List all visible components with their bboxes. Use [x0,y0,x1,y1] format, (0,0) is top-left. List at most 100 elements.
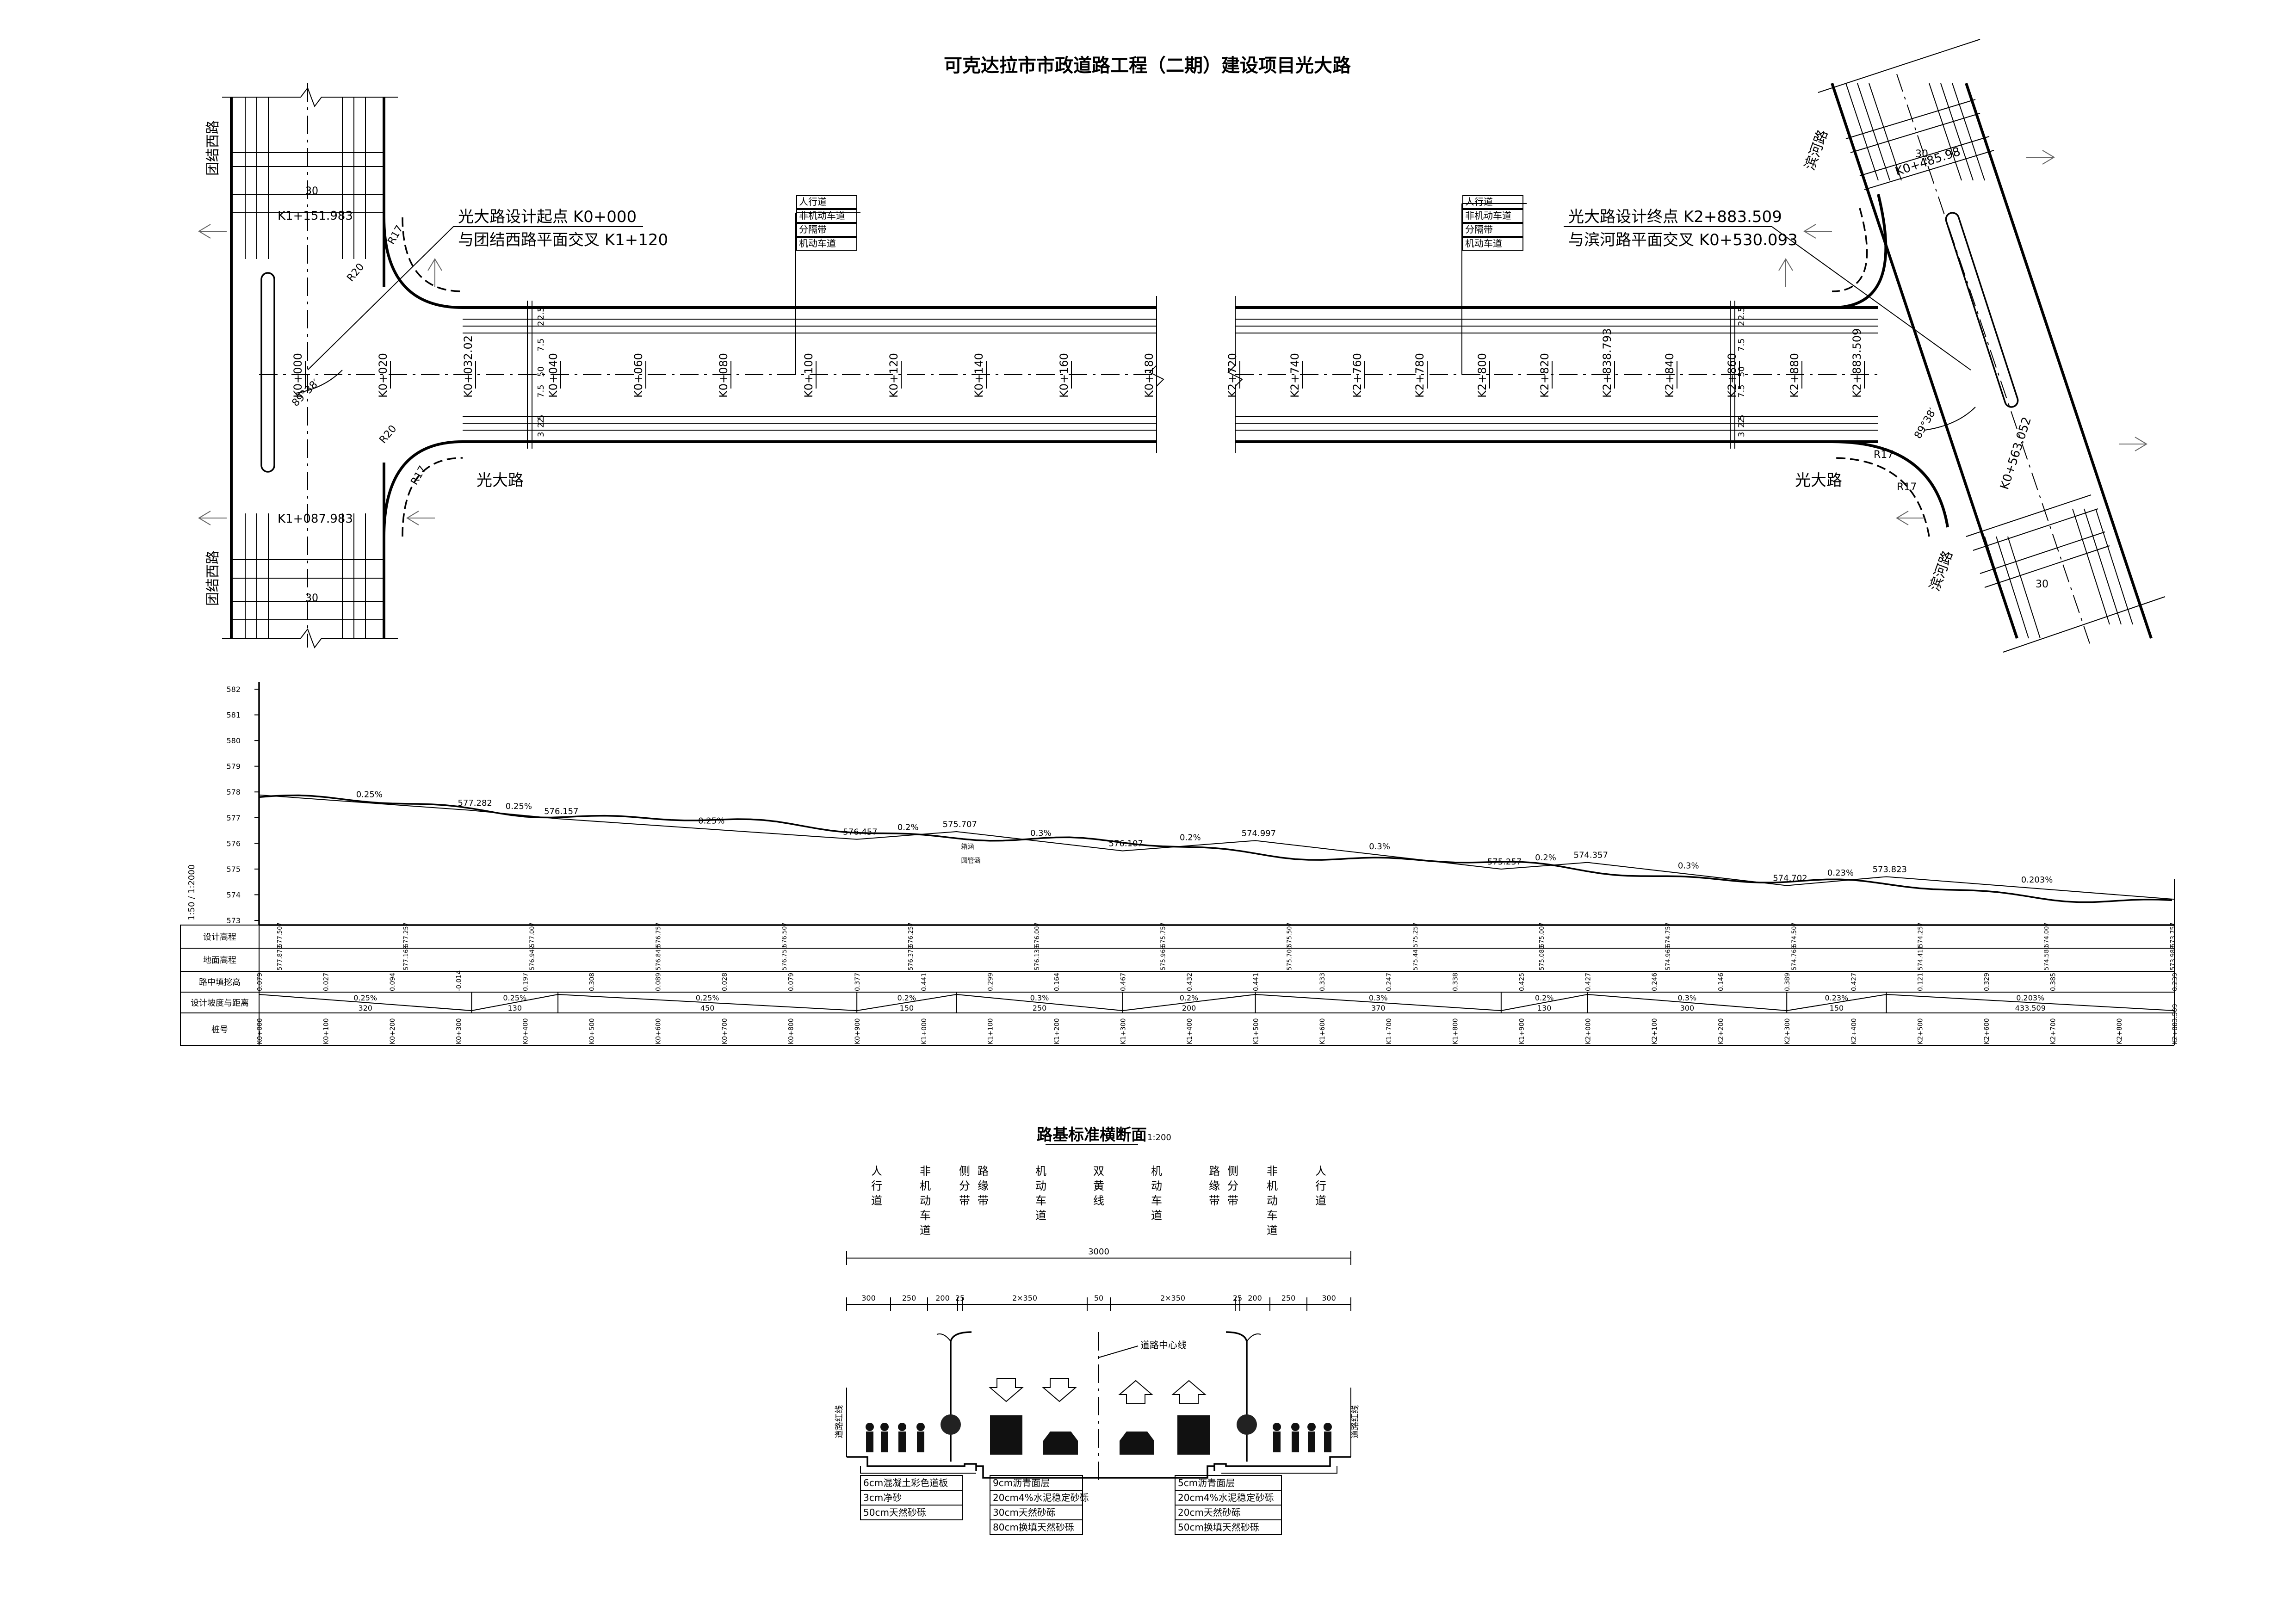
slope-diagonal [471,994,558,1011]
left-legend-box [796,223,857,237]
end-point-label: 光大路设计终点 K2+883.509 [1568,208,1782,226]
fill-cut-cell: 0.247 [1386,973,1393,991]
section-column-char: 缘 [978,1179,989,1192]
profile-row-label: 设计高程 [203,932,236,942]
right-station-label: K2+740 [1288,353,1301,398]
station-cell: K0+000 [256,1018,264,1044]
station-cell: K1+400 [1186,1018,1194,1044]
fill-cut-cell: 0.389 [1784,973,1791,991]
left-lane-width: 7.5 [536,384,546,398]
left-station-label: K0+080 [717,353,730,398]
section-column-char: 人 [871,1165,882,1178]
right-station-label: K2+838.793 [1601,328,1614,398]
slope-value: 0.3% [1369,994,1388,1002]
fill-cut-cell: 0.079 [256,973,264,991]
profile-row-label: 路中填挖高 [199,978,241,987]
cross-total-right-bottom: 30 [2036,579,2048,590]
slope-value: 0.23% [1825,994,1848,1002]
left-pavement-layer-text: 20cm4%水泥稳定砂砾 [993,1492,1089,1503]
section-column-char: 动 [1151,1179,1162,1192]
right-station-label: K2+880 [1788,353,1801,398]
ground-elev-cell: 574.965 [1665,945,1672,970]
section-column-char: 行 [1315,1179,1326,1192]
radius-label-r1: R17 [1874,449,1894,461]
right-lane-width: 3 [1737,307,1746,312]
sidewalk-layer-text: 3cm净砂 [863,1492,902,1503]
left-lane-width: 7.5 [536,338,546,352]
vpi-elevation: 576.457 [843,827,877,837]
fill-cut-cell: 0.239 [2172,973,2179,991]
section-column-char: 分 [1227,1179,1238,1192]
profile-ytick-label: 581 [226,711,241,720]
right-legend-item: 分隔带 [1465,224,1493,235]
ground-elev-cell: 576.135 [1034,945,1041,970]
station-cell: K1+800 [1452,1018,1459,1044]
left-lane-width: 50 [536,366,546,377]
station-cell: K2+800 [2116,1018,2123,1044]
section-column-char: 动 [920,1194,931,1207]
section-column-char: 分 [959,1179,970,1192]
station-left-top: K1+151.983 [278,209,353,223]
cross-road-label-left-bottom: 团结西路 [205,550,221,606]
ground-elev-cell: 574.411 [1917,945,1924,970]
grade-label: 0.203% [2021,875,2053,885]
right-legend-item: 非机动车道 [1465,210,1511,221]
fill-cut-cell: 0.329 [1983,973,1991,991]
section-column-char: 行 [871,1179,882,1192]
station-cell: K1+100 [987,1018,994,1044]
slope-value: 0.203% [2016,994,2044,1002]
station-cell: K0+400 [522,1018,529,1044]
left-legend-item: 分隔带 [799,224,827,235]
design-elev-cell: 574.507 [1791,922,1798,947]
section-column-char: 带 [959,1194,970,1207]
right-legend-item: 机动车道 [1465,238,1502,249]
slope-length: 433.509 [2015,1004,2046,1012]
drawing-title: 可克达拉市市政道路工程（二期）建设项目光大路 [944,55,1351,76]
fill-cut-cell: -0.014 [456,970,463,991]
right-lane-width: 2 [1737,418,1746,423]
ground-elev-cell: 576.846 [655,945,662,970]
vpi-elevation: 573.823 [1873,864,1907,874]
right-pavement-layer-cell [1175,1519,1282,1535]
station-cell: K2+700 [2050,1018,2057,1044]
right-station-label: K2+720 [1226,353,1239,398]
left-station-label: K0+100 [802,353,815,398]
sidewalk-layer-text: 6cm混凝土彩色道板 [863,1477,948,1488]
slope-diagonal [1787,994,1887,1011]
profile-ytick-label: 576 [226,839,241,848]
ground-elev-cell: 575.966 [1160,945,1167,970]
section-column-char: 带 [978,1194,989,1207]
station-cell: K0+700 [721,1018,729,1044]
grade-label: 0.2% [1180,833,1201,843]
plan-right: 滨河路 滨河路 K0+485.98 K0+563.052 30 30 89°38… [1564,39,2166,653]
section-column-char: 车 [1151,1194,1162,1207]
design-elev-cell: 574.007 [2043,922,2050,947]
station-cell: K0+200 [389,1018,396,1044]
cross-road-label-right-top: 滨河路 [1802,128,1832,173]
design-elev-cell: 576.507 [781,922,788,947]
section-column-char: 路 [1209,1165,1220,1178]
grade-label: 0.2% [897,822,919,832]
profile-scale: 1:50 / 1:2000 [187,864,197,920]
right-pavement-layer-text: 5cm沥青面层 [1178,1477,1235,1488]
slope-diagonal [956,994,1123,1011]
right-legend-item: 人行道 [1465,196,1493,207]
ground-elev-cell: 575.085 [1539,945,1546,970]
down-arrow-left-icon [989,1378,1024,1402]
fill-cut-cell: 0.385 [2050,973,2057,991]
section-width-label: 2×350 [1160,1294,1185,1302]
radius-label-r2: R17 [1897,481,1917,493]
left-legend-item: 机动车道 [799,238,836,249]
vpi-elevation: 574.997 [1242,828,1276,838]
truck-right-icon [1177,1415,1210,1455]
right-legend-box [1462,209,1523,223]
fill-cut-cell: 0.467 [1120,973,1127,991]
section-column-char: 车 [920,1209,931,1222]
section-column-char: 车 [1035,1194,1046,1207]
profile-ytick-label: 573 [226,916,241,925]
right-lane-width: 7.5 [1737,338,1746,352]
profile-ytick-label: 579 [226,762,241,771]
station-cell: K2+300 [1784,1018,1791,1044]
road-name-right: 光大路 [1795,471,1842,490]
